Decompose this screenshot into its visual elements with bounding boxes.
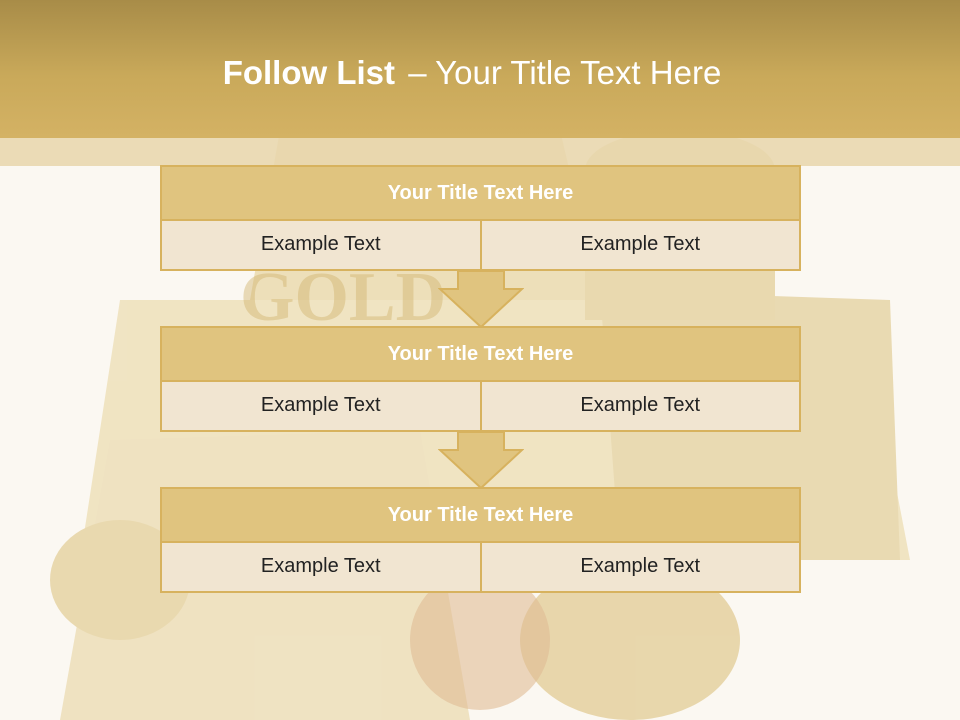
block-cell-left: Example Text <box>260 394 381 416</box>
block-row: Example Text Example Text <box>160 382 801 432</box>
block-cell-right: Example Text <box>479 221 800 269</box>
list-block-2: Your Title Text Here Example Text Exampl… <box>160 326 801 432</box>
block-title: Your Title Text Here <box>160 165 801 221</box>
down-arrow-icon <box>438 271 524 329</box>
bar-engraving: GOLD <box>240 259 446 336</box>
block-title: Your Title Text Here <box>160 487 801 543</box>
list-block-1: Your Title Text Here Example Text Exampl… <box>160 165 801 271</box>
slide-title-rest: Your Title Text Here <box>435 54 722 91</box>
slide-title-separator: – <box>408 54 427 91</box>
block-row: Example Text Example Text <box>160 221 801 271</box>
block-cell-left: Example Text <box>260 555 381 577</box>
slide-title-bold: Follow List <box>222 54 396 91</box>
slide-title: Follow List – Your Title Text Here <box>0 54 944 92</box>
down-arrow-icon <box>438 432 524 490</box>
block-cell-right: Example Text <box>479 543 800 591</box>
block-row: Example Text Example Text <box>160 543 801 593</box>
title-bar <box>0 0 960 138</box>
block-title: Your Title Text Here <box>160 326 801 382</box>
list-block-3: Your Title Text Here Example Text Exampl… <box>160 487 801 593</box>
title-strip <box>0 138 960 166</box>
block-cell-left: Example Text <box>260 233 381 255</box>
block-cell-right: Example Text <box>479 382 800 430</box>
